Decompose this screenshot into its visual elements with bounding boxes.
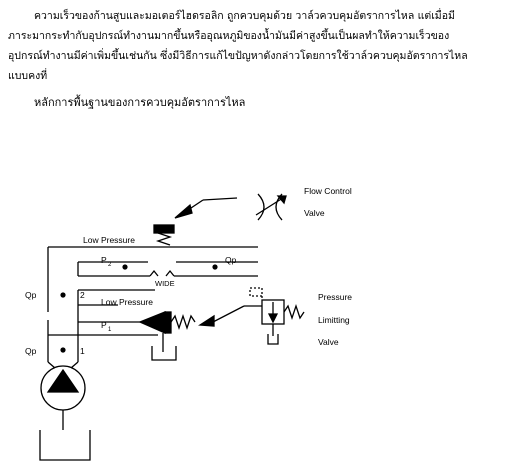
pressure-label: Pressure xyxy=(318,292,352,302)
qp-right-label: Qp xyxy=(225,255,237,265)
paragraph-line-1: ความเร็วของก้านสูบและมอเตอร์ไฮดรอลิก ถูก… xyxy=(34,10,455,22)
limitting-label: Limitting xyxy=(318,315,350,325)
flow-control-label: Flow Control xyxy=(304,186,352,196)
line-1-label: 1 xyxy=(80,346,85,356)
orifice-top xyxy=(153,224,175,234)
flow-control-valve-symbol xyxy=(255,193,287,221)
relief-poppet xyxy=(138,311,166,334)
line-2-label: 2 xyxy=(80,290,85,300)
pump-arrow xyxy=(46,368,80,393)
tank xyxy=(39,430,91,461)
flow-arrow-head xyxy=(174,203,193,219)
paragraph-line-2: ภาระมากระทำกับอุปกรณ์ทำงานมากขึ้นหรืออุณ… xyxy=(8,30,450,42)
p1-subscript: 1 xyxy=(108,327,112,333)
qp-left-upper-label: Qp xyxy=(25,290,37,300)
p2-label: P xyxy=(101,255,107,265)
p2-subscript: 2 xyxy=(108,262,112,268)
wide-label: WIDE xyxy=(155,279,175,288)
valve-label: Valve xyxy=(318,337,339,347)
low-pressure-top-label: Low Pressure xyxy=(83,235,135,245)
section-heading: หลักการพื้นฐานของการควบคุมอัตราการไหล xyxy=(34,96,246,109)
intro-paragraph: ความเร็วของก้านสูบและมอเตอร์ไฮดรอลิก ถูก… xyxy=(8,6,503,86)
low-pressure-mid-label: Low Pressure xyxy=(101,297,153,307)
paragraph-line-3: อุปกรณ์ทำงานมีค่าเพิ่มขึ้นเช่นกัน ซึ่งมี… xyxy=(8,50,468,62)
flow-control-valve-label: Valve xyxy=(304,208,325,218)
p1-label: P xyxy=(101,320,107,330)
pressure-limiting-valve-symbol xyxy=(249,287,305,345)
qp-left-lower-label: Qp xyxy=(25,346,37,356)
paragraph-line-4: แบบคงที่ xyxy=(8,70,48,82)
